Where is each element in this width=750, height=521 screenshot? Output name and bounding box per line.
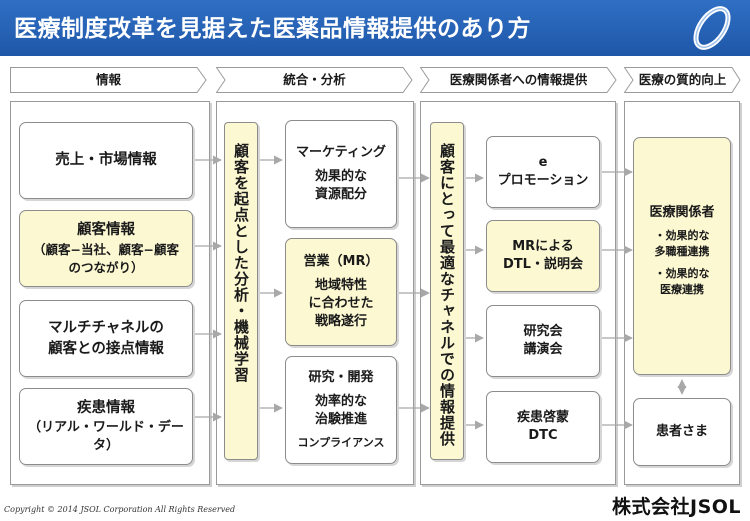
info-label: 顧客との接点情報	[48, 340, 164, 357]
header-label: 情報	[95, 72, 121, 87]
header-label: 統合・分析	[283, 72, 346, 87]
title-bar	[0, 0, 750, 56]
channel-label: 疾患啓蒙	[516, 410, 569, 425]
info-box-customer: 顧客情報 （顧客−当社、顧客−顧客 のつながり）	[19, 210, 193, 287]
analysis-bar: 顧客を起点とした分析・機械学習	[224, 122, 258, 460]
quality-item: 多職種連携	[654, 245, 710, 258]
patient-label: 患者さま	[655, 424, 708, 439]
info-label: 顧客情報	[77, 222, 135, 238]
analysis-body: 地域特性	[314, 278, 367, 293]
channel-label: プロモーション	[497, 173, 589, 188]
quality-item: ・効果的な	[654, 267, 710, 280]
channel-box-epromotion: e プロモーション	[486, 136, 600, 208]
info-label: 売上・市場情報	[55, 152, 157, 168]
analysis-body: 効率的な	[314, 394, 367, 409]
channel-box-seminar: 研究会 講演会	[486, 305, 600, 377]
info-box-disease: 疾患情報 （リアル・ワールド・データ）	[19, 388, 193, 465]
page-title: 医療制度改革を見据えた医薬品情報提供のあり方	[14, 16, 531, 42]
analysis-head: 研究・開発	[308, 370, 374, 385]
channel-label: DTC	[528, 428, 558, 443]
header-analysis: 統合・分析	[216, 67, 413, 93]
quality-item: ・効果的な	[654, 229, 710, 242]
header-delivery: 医療関係者への情報提供	[420, 67, 617, 93]
channel-box-mr: MRによる DTL・説明会	[486, 220, 600, 292]
analysis-head: 営業（MR）	[303, 254, 379, 269]
analysis-body: 戦略遂行	[314, 314, 367, 329]
company-name: 株式会社JSOL	[612, 496, 742, 518]
info-sub-label: のつながり）	[68, 260, 144, 275]
analysis-bar-label: 顧客を起点とした分析・機械学習	[232, 143, 250, 383]
quality-item: 医療連携	[660, 283, 704, 296]
channel-label: DTL・説明会	[503, 257, 583, 272]
channel-bar: 顧客にとって最適なチャネルでの情報提供	[430, 122, 464, 460]
info-label: マルチチャネルの	[48, 319, 164, 336]
channel-label: 研究会	[523, 324, 563, 339]
header-label: 医療関係者への情報提供	[449, 72, 588, 87]
info-box-multichannel: マルチチャネルの 顧客との接点情報	[19, 300, 193, 377]
jsol-logo-icon	[693, 6, 731, 50]
channel-label: e	[538, 155, 548, 170]
channel-box-dtc: 疾患啓蒙 DTC	[486, 391, 600, 463]
channel-label: MRによる	[512, 239, 574, 254]
info-sub-label: （リアル・ワールド・データ）	[28, 420, 184, 453]
analysis-box-rnd: 研究・開発 効率的な 治験推進 コンプライアンス	[285, 356, 397, 464]
analysis-body: 資源配分	[314, 187, 367, 202]
analysis-body: に合わせた	[308, 296, 374, 311]
channel-bar-label: 顧客にとって最適なチャネルでの情報提供	[438, 143, 456, 447]
header-label: 医療の質的向上	[638, 72, 727, 87]
analysis-head: マーケティング	[296, 145, 386, 160]
channel-label: 講演会	[523, 342, 563, 357]
analysis-body: 治験推進	[314, 412, 367, 427]
quality-head: 医療関係者	[649, 205, 715, 220]
info-sub-label: （顧客−当社、顧客−顧客	[33, 242, 179, 257]
quality-box-patient: 患者さま	[633, 398, 731, 466]
info-box-sales: 売上・市場情報	[19, 122, 193, 199]
header-quality: 医療の質的向上	[624, 67, 741, 93]
copyright-text: Copyright © 2014 JSOL Corporation All Ri…	[4, 505, 236, 514]
analysis-box-sales: 営業（MR） 地域特性 に合わせた 戦略遂行	[285, 238, 397, 346]
analysis-extra: コンプライアンス	[297, 436, 385, 449]
header-info: 情報	[10, 67, 207, 93]
info-label: 疾患情報	[77, 400, 135, 416]
analysis-body: 効果的な	[314, 169, 367, 184]
quality-box-professionals: 医療関係者 ・効果的な 多職種連携 ・効果的な 医療連携	[633, 137, 731, 375]
analysis-box-marketing: マーケティング 効果的な 資源配分	[285, 120, 397, 228]
